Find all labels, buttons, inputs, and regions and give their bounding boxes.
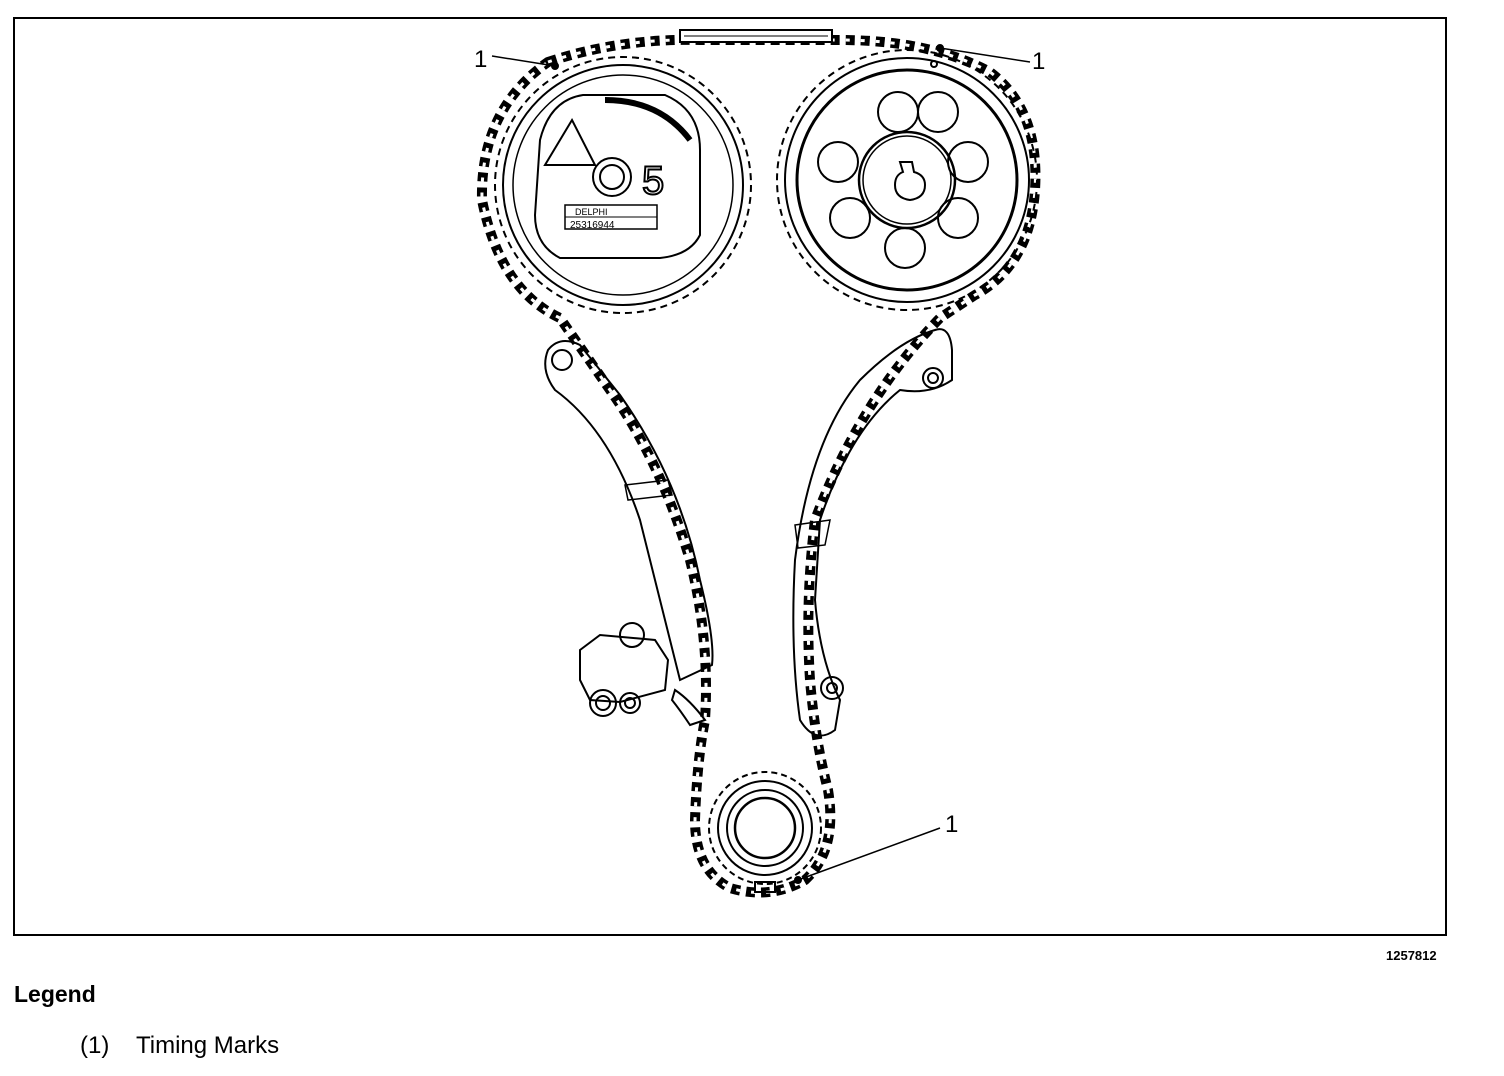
callout-leader-crank xyxy=(797,827,941,881)
legend-item-key: (1) xyxy=(80,1032,110,1059)
sprocket-part-number: 25316944 xyxy=(570,220,615,231)
crank-sprocket xyxy=(708,771,822,893)
right-chain-guide xyxy=(792,328,953,737)
callout-label-top-right: 1 xyxy=(1032,48,1046,75)
left-cam-sprocket xyxy=(494,56,752,314)
callout-label-top-left: 1 xyxy=(474,46,488,73)
right-cam-sprocket xyxy=(776,49,1038,311)
callout-leader-top-right xyxy=(939,47,1031,63)
sprocket-brand: DELPHI xyxy=(575,207,608,217)
timing-chain xyxy=(476,34,1041,898)
left-tensioner-arm xyxy=(544,340,714,727)
callout-label-crank: 1 xyxy=(945,811,959,838)
sprocket-digit: 5 xyxy=(642,159,664,203)
callout-leader-top-left xyxy=(491,55,556,67)
legend-item: (1) Timing Marks xyxy=(80,1032,279,1060)
legend-heading: Legend xyxy=(14,981,96,1007)
figure-frame xyxy=(13,17,1447,936)
legend-item-label: Timing Marks xyxy=(136,1032,280,1059)
hydraulic-tensioner xyxy=(579,622,670,717)
figure-id: 1257812 xyxy=(1386,948,1437,963)
